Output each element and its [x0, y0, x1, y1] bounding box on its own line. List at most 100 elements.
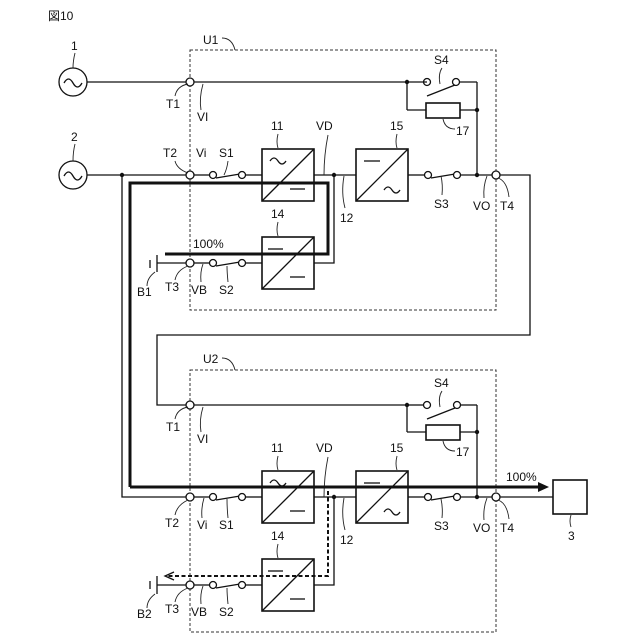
s4-contact	[424, 402, 431, 409]
junction-dot	[475, 495, 479, 499]
s4-blade	[427, 408, 455, 419]
vi-label: Vi	[196, 146, 206, 160]
vo-label: VO	[473, 199, 490, 213]
leader-line	[200, 407, 203, 432]
block-15-label: 15	[390, 441, 404, 455]
terminal-t1	[186, 401, 194, 409]
s1-label: S1	[219, 146, 234, 160]
terminal-t4	[492, 171, 500, 179]
leader-line	[147, 594, 155, 608]
s1-blade	[216, 174, 240, 178]
leader-line	[570, 515, 571, 527]
terminal-t1	[186, 78, 194, 86]
load-label: 3	[568, 529, 575, 543]
leader-line	[222, 38, 235, 50]
s3-contact	[425, 172, 432, 179]
unit-u2: U2 T1 VI S4 17 T2 Vi	[130, 352, 553, 632]
battery-b1-label: B1	[137, 285, 152, 299]
s3-blade	[431, 496, 455, 500]
terminal-t3	[186, 259, 194, 267]
s2-contact	[210, 582, 217, 589]
s2-blade	[216, 584, 240, 588]
terminal-t2	[186, 171, 194, 179]
t1-label: T1	[166, 97, 180, 111]
vi-label: Vi	[197, 518, 207, 532]
u1-power-flow-label: 100%	[193, 237, 224, 251]
leader-line	[324, 135, 328, 175]
s2-contact	[210, 260, 217, 267]
leader-line	[227, 499, 228, 518]
s1-contact	[210, 172, 217, 179]
leader-line	[396, 456, 397, 470]
leader-line	[201, 264, 203, 282]
dc-bus-label: 12	[340, 211, 354, 225]
block-15-label: 15	[390, 119, 404, 133]
leader-line	[343, 498, 345, 530]
leader-line	[200, 84, 203, 110]
t2-label: T2	[165, 516, 179, 530]
junction-dot	[475, 430, 479, 434]
block-14-label: 14	[271, 207, 285, 221]
leader-line	[484, 176, 487, 198]
sine-icon	[64, 172, 82, 180]
leader-line	[175, 500, 188, 515]
vb-label: VB	[191, 283, 207, 297]
leader-line	[439, 391, 442, 407]
leader-line	[343, 176, 345, 208]
s3-label: S3	[434, 197, 449, 211]
t2-label: T2	[163, 146, 177, 160]
resistor-17-label: 17	[456, 124, 470, 138]
resistor-17	[426, 425, 460, 440]
leader-line	[439, 68, 442, 84]
s4-contact	[453, 79, 460, 86]
s3-blade	[431, 174, 455, 178]
leader-line	[73, 144, 75, 161]
wire	[314, 175, 334, 263]
s4-label: S4	[434, 376, 449, 390]
s2-label: S2	[219, 605, 234, 619]
leader-line	[147, 272, 155, 286]
leader-line	[202, 498, 204, 518]
u2-power-flow-label: 100%	[506, 470, 537, 484]
s4-label: S4	[434, 53, 449, 67]
unit-u1: U1 S4 17 T1 VI T2	[87, 33, 530, 487]
block-11-label: 11	[271, 441, 284, 455]
battery-b2-label: B2	[137, 607, 152, 621]
s3-contact	[454, 172, 461, 179]
t4-label: T4	[500, 199, 514, 213]
resistor-17-label: 17	[456, 445, 470, 459]
s1-contact	[239, 494, 246, 501]
leader-line	[175, 84, 188, 96]
t4-label: T4	[500, 521, 514, 535]
block-11-label: 11	[271, 119, 284, 133]
resistor-17	[426, 103, 460, 118]
s2-contact	[239, 260, 246, 267]
terminal-t3	[186, 581, 194, 589]
s2-label: S2	[219, 283, 234, 297]
vd-label: VD	[316, 119, 333, 133]
leader-line	[441, 499, 442, 518]
ac-source-1: 1	[59, 39, 87, 96]
s1-blade	[216, 496, 240, 500]
s2-blade	[216, 262, 240, 266]
s3-label: S3	[434, 519, 449, 533]
leader-line	[227, 588, 228, 604]
figure-label: 図10	[48, 9, 74, 23]
terminal-t4	[492, 493, 500, 501]
leader-line	[73, 53, 75, 68]
s1-contact	[210, 494, 217, 501]
vb-label: VB	[191, 605, 207, 619]
leader-line	[175, 161, 188, 173]
ac-source-2: 2	[59, 130, 87, 189]
t1-label: T1	[166, 420, 180, 434]
leader-line	[498, 500, 509, 519]
unit-u2-label: U2	[203, 352, 219, 366]
t3-label: T3	[165, 602, 179, 616]
wire-source2-to-u2	[122, 175, 186, 497]
leader-line	[277, 456, 278, 470]
vd-label: VD	[316, 441, 333, 455]
s3-contact	[454, 494, 461, 501]
leader-line	[441, 176, 442, 195]
s3-contact	[425, 494, 432, 501]
